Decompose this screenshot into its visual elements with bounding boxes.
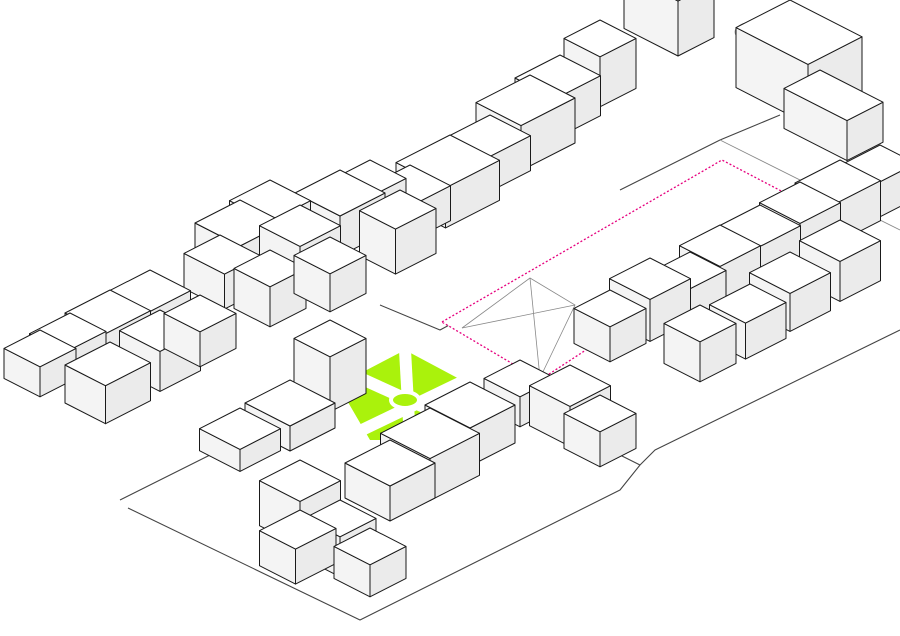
building-face <box>749 251 831 294</box>
building-face <box>663 304 737 343</box>
building-face <box>293 236 367 275</box>
building-face <box>609 257 691 300</box>
building-face <box>563 19 637 58</box>
building-box <box>163 294 237 368</box>
building-face <box>3 329 77 368</box>
building-box <box>233 249 307 328</box>
building-face <box>475 74 576 127</box>
building-face <box>333 527 407 566</box>
building-face <box>709 283 787 324</box>
building-box <box>623 0 715 57</box>
building-box <box>64 341 151 425</box>
building-face <box>163 294 237 333</box>
building-face <box>344 439 436 487</box>
building-face <box>563 394 637 433</box>
building-face <box>293 319 367 358</box>
building-face <box>259 459 341 502</box>
building-box <box>259 509 337 585</box>
building-face <box>674 0 682 2</box>
building-box <box>563 394 637 468</box>
building-face <box>677 0 715 57</box>
building-box <box>344 439 436 522</box>
building-face <box>380 407 480 460</box>
building-box <box>293 236 367 313</box>
building-face <box>259 204 341 247</box>
building-box <box>333 527 407 598</box>
building-blocks <box>3 0 900 598</box>
building-face <box>735 0 863 65</box>
building-face <box>359 189 437 230</box>
building-face <box>783 69 884 122</box>
building-face <box>679 224 761 267</box>
building-face <box>799 219 881 262</box>
building-face <box>199 407 281 450</box>
building-face <box>294 169 386 217</box>
building-face <box>64 341 151 387</box>
building-box <box>359 189 437 275</box>
building-face <box>259 509 337 550</box>
building-face <box>573 289 647 328</box>
building-face <box>529 364 611 407</box>
building-box <box>573 289 647 363</box>
building-face <box>244 379 336 427</box>
building-box <box>663 304 737 383</box>
building-box <box>199 407 281 472</box>
building-face <box>759 181 841 224</box>
building-box <box>3 329 77 398</box>
building-box <box>783 69 884 162</box>
